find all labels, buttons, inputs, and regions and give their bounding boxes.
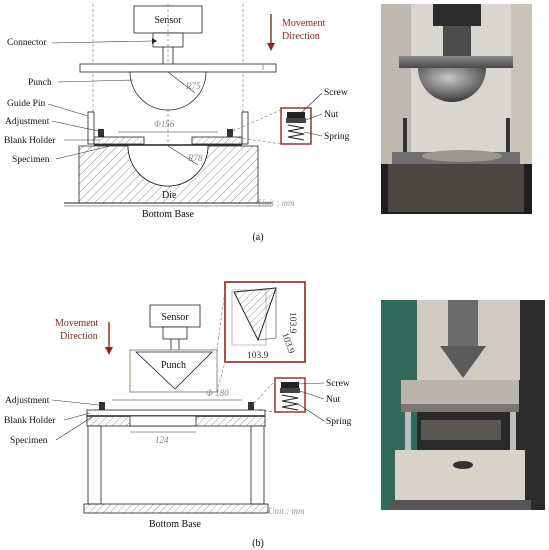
- movement-b-label-2: Direction: [60, 331, 98, 342]
- adjustment-screw-left: [98, 129, 104, 137]
- dim-r78: R78: [187, 153, 203, 163]
- unit-label: Unit : mm: [258, 198, 295, 208]
- movement-b-label-1: Movement: [55, 318, 99, 329]
- blank-holder-right: [191, 136, 243, 145]
- nut-label: Nut: [324, 110, 339, 120]
- guide-pin-label: Guide Pin: [7, 99, 46, 109]
- photo-b: [381, 300, 545, 510]
- guide-pin-left: [87, 111, 95, 145]
- adjustment-b-screw: [99, 402, 105, 410]
- blank-holder-b-label: Blank Holder: [4, 416, 56, 426]
- punch-label: Punch: [28, 78, 52, 88]
- dim-b-124: 124: [155, 435, 169, 445]
- bottom-base-b-label: Bottom Base: [149, 519, 202, 530]
- movement-label-2: Direction: [282, 31, 320, 42]
- sensor-label: Sensor: [154, 15, 182, 26]
- adjustment-label: Adjustment: [5, 117, 50, 127]
- svg-text:‖: ‖: [262, 62, 265, 72]
- hemispherical-punch: [129, 71, 207, 111]
- caption-b: (b): [252, 538, 264, 549]
- spring-label: Spring: [324, 132, 350, 142]
- connector-label: Connector: [7, 38, 47, 48]
- blank-holder-label: Blank Holder: [4, 136, 56, 146]
- panel-b-diagram: Movement Direction Sensor Punch 103.9 10…: [4, 281, 352, 549]
- guide-pin-right: [241, 111, 249, 145]
- movement-label-1: Movement: [282, 18, 326, 29]
- nut-b-label: Nut: [326, 395, 341, 405]
- punch-b-label: Punch: [161, 360, 186, 371]
- dim-phi156: Φ156: [154, 119, 175, 129]
- dim-r75: R75: [185, 81, 201, 91]
- specimen-b-label: Specimen: [10, 436, 48, 446]
- die-label: Die: [162, 190, 177, 201]
- bottom-base-b: [83, 503, 269, 514]
- spring-b-label: Spring: [326, 417, 352, 427]
- dim-b-height: 103.9: [287, 312, 297, 334]
- blank-holder-b: [86, 409, 266, 417]
- pyramid-punch: [134, 351, 213, 390]
- adjustment-screw-right: [227, 129, 233, 137]
- adjustment-b-label: Adjustment: [5, 396, 50, 406]
- photo-a: [381, 4, 532, 214]
- unit-b-label: Unit : mm: [268, 506, 305, 516]
- screw-b-label: Screw: [326, 379, 350, 389]
- panel-a-diagram: Sensor ‖ R75 Movement Direction Φ156: [4, 4, 350, 243]
- dim-b-phi180: Φ 180: [206, 388, 229, 398]
- punch-plate: [79, 63, 277, 73]
- bottom-base-label: Bottom Base: [142, 209, 195, 220]
- blank-holder-left: [93, 136, 145, 145]
- specimen-label: Specimen: [12, 155, 50, 165]
- sensor-b-label: Sensor: [161, 312, 189, 323]
- dim-b-width: 103.9: [247, 351, 269, 361]
- caption-a: (a): [252, 232, 263, 243]
- screw-label: Screw: [324, 88, 348, 98]
